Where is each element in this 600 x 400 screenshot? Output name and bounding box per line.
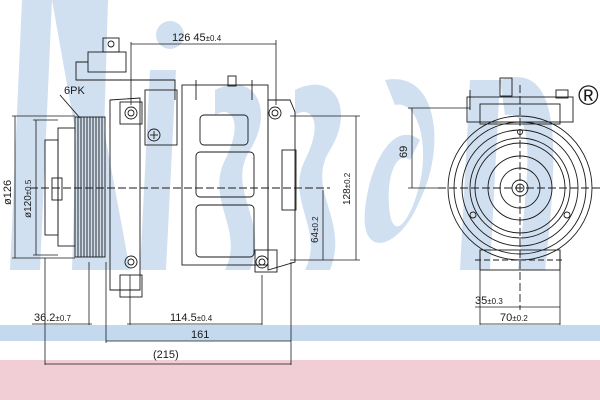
dim-front-height: 69 — [398, 145, 410, 158]
dim-height-lower: 64±0.2 — [310, 216, 321, 243]
dim-top-mount-spacing: 126 45±0.4 — [172, 32, 222, 44]
dim-pulley-outer-dia: ø126 — [2, 179, 14, 205]
dim-height-mounts: 128±0.2 — [342, 172, 353, 205]
dim-front-half-width: 35±0.3 — [475, 295, 503, 307]
dim-body-length: 161 — [191, 329, 210, 341]
pulley-type-label: 6PK — [64, 85, 85, 97]
dim-pulley-offset: 36.2±0.7 — [34, 312, 71, 324]
dim-overall-length: (215) — [153, 349, 179, 361]
dim-front-width: 70±0.2 — [500, 312, 528, 324]
registered-mark-icon: ® — [578, 80, 599, 111]
watermark-band-pink — [0, 360, 600, 400]
dim-mount-hole-spacing: 114.5±0.4 — [170, 312, 213, 324]
watermark-band-blue — [0, 325, 600, 341]
dim-pulley-inner-dia: ø120±0.5 — [23, 179, 34, 218]
